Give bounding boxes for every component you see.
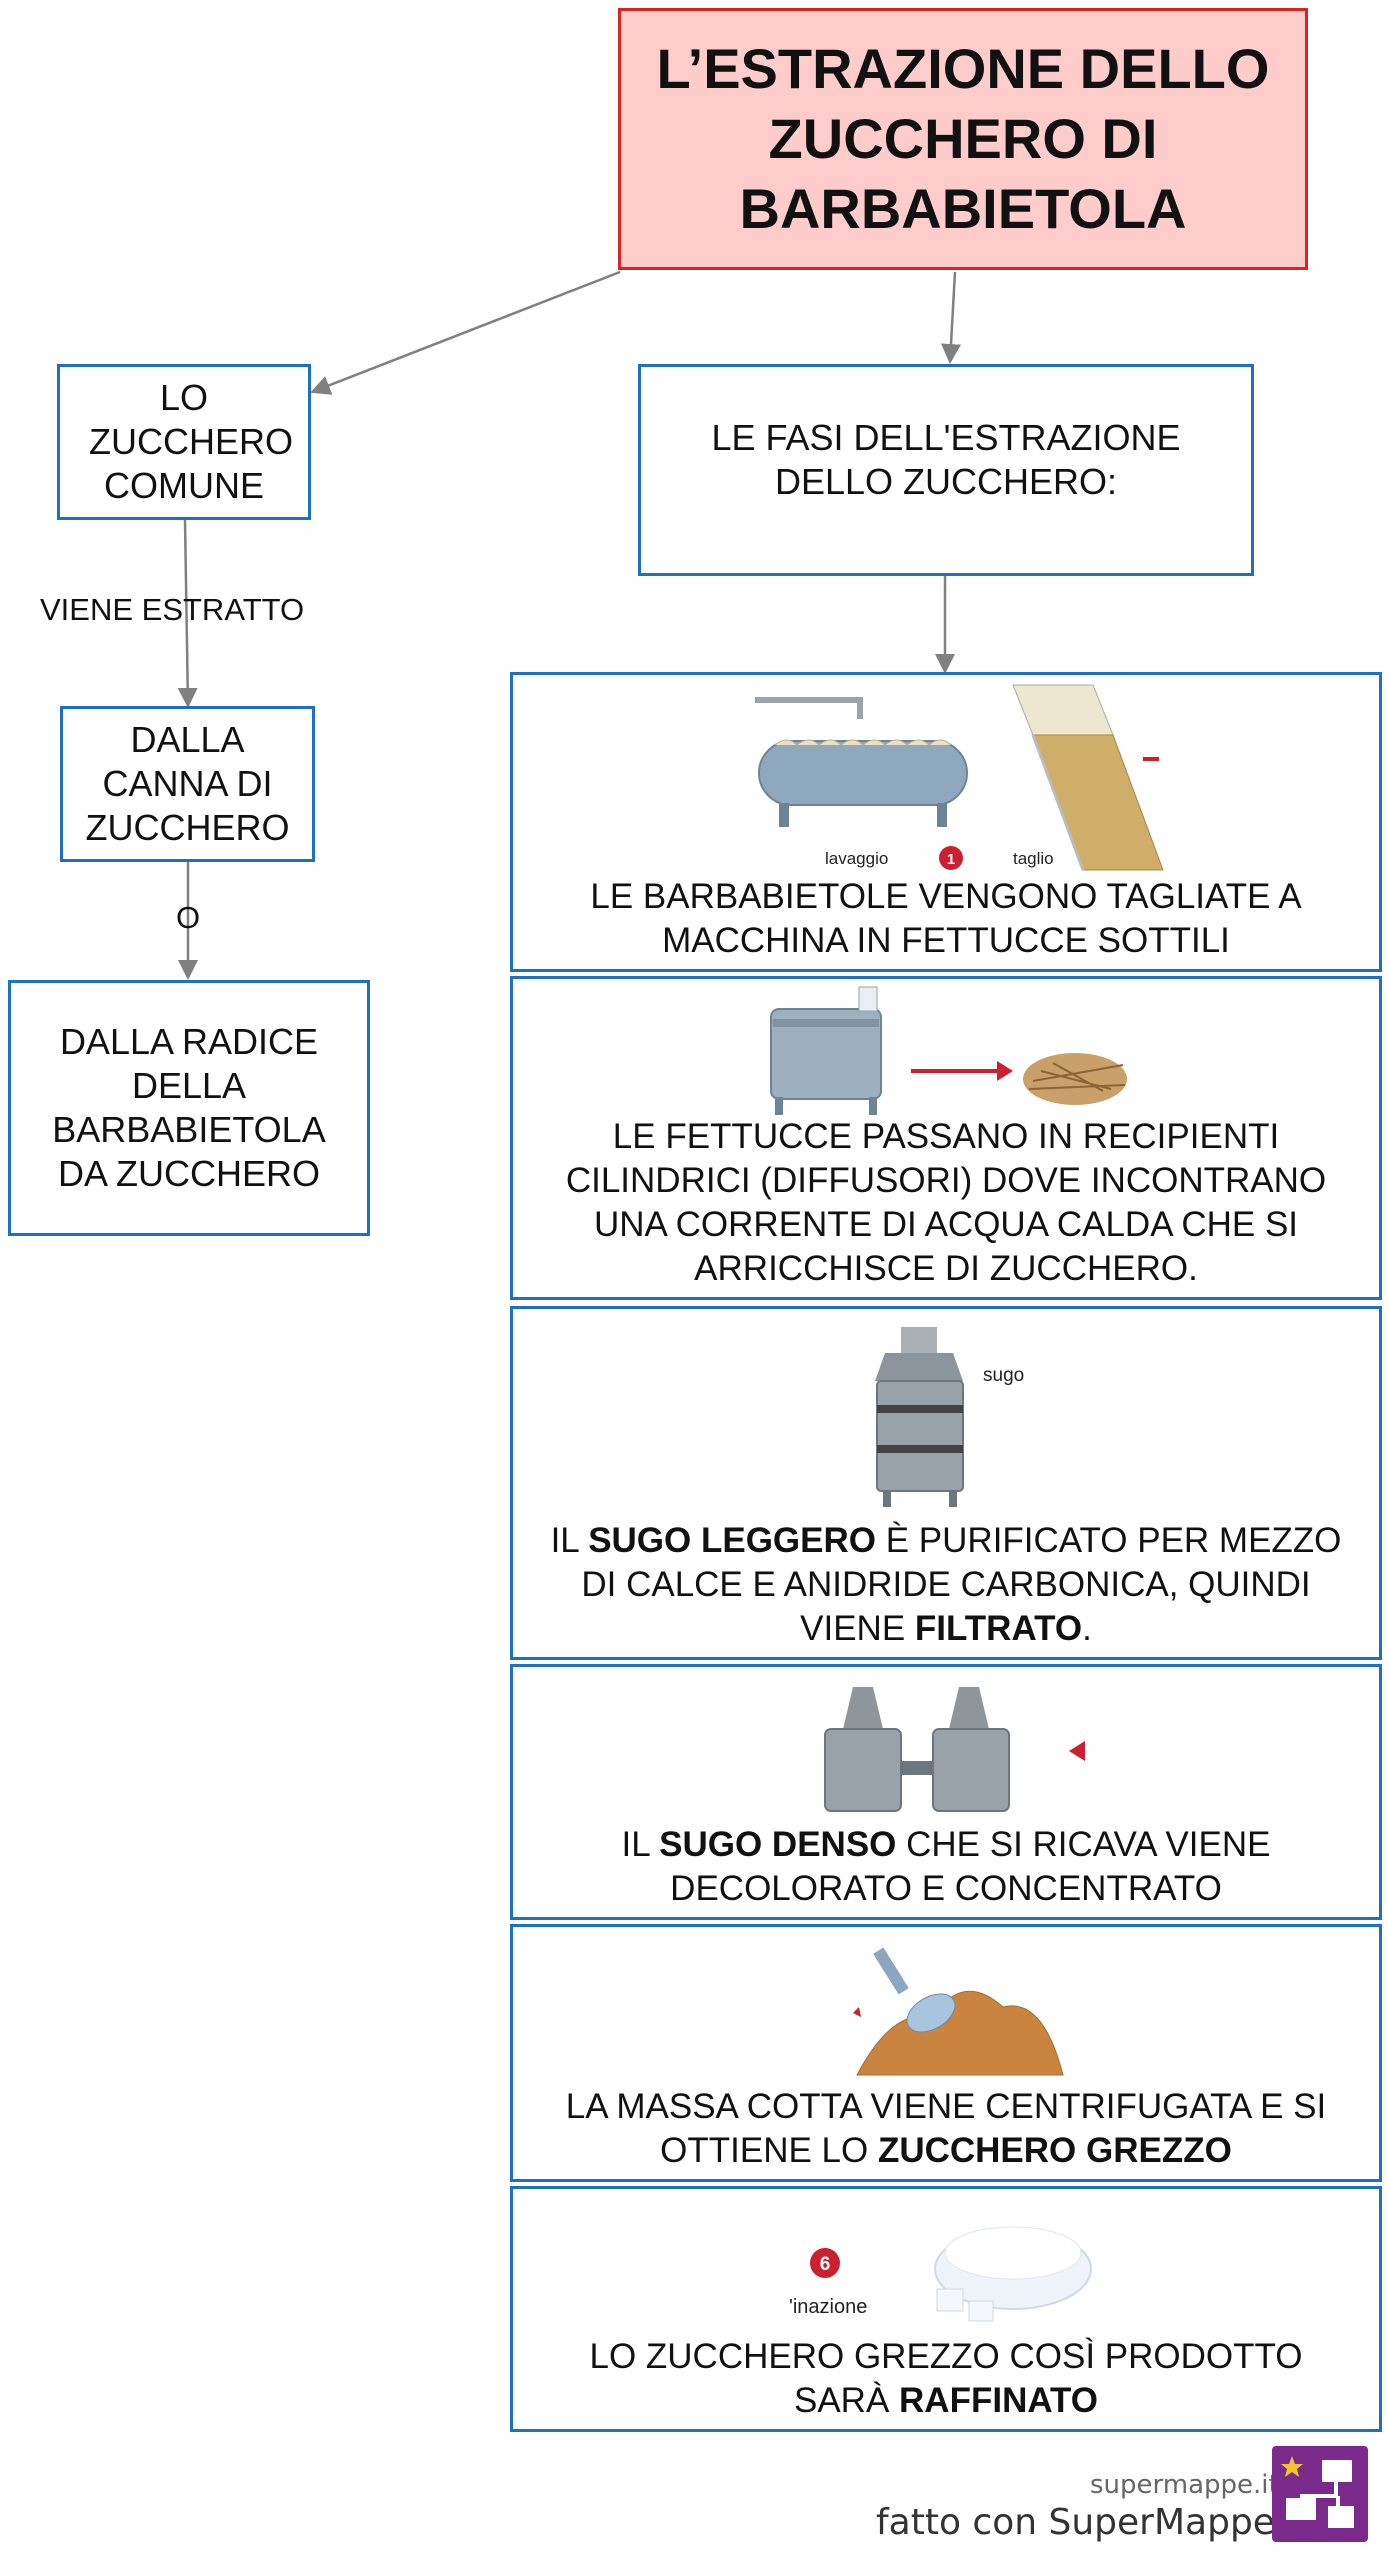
diffusore-illustration: [770, 986, 1127, 1115]
node-fasi: LE FASI DELL'ESTRAZIONE DELLO ZUCCHERO:: [638, 364, 1254, 576]
bold-sugo-leggero: SUGO LEGGERO: [588, 1521, 876, 1560]
step-number-badge: [810, 2248, 840, 2278]
step-2: LE FETTUCCE PASSANO IN RECIPIENTI CILIND…: [510, 976, 1382, 1300]
lavaggio-taglio-illustration: lavaggio 1 taglio: [755, 684, 1164, 871]
link-label-viene-estratto: VIENE ESTRATTO: [40, 592, 305, 627]
refined-sugar-bowl-icon: [934, 2226, 1092, 2322]
bold-sugo-denso: SUGO DENSO: [659, 1825, 897, 1864]
bold-raffinato: RAFFINATO: [899, 2381, 1098, 2420]
supermappe-logo-icon: [1272, 2446, 1368, 2542]
step-4-text: IL SUGO DENSO CHE SI RICAVA VIENE DECOLO…: [621, 1825, 1271, 1908]
node-zucchero-comune: LO ZUCCHERO COMUNE: [57, 364, 311, 520]
node-fasi-text: LE FASI DELL'ESTRAZIONE DELLO ZUCCHERO:: [711, 417, 1181, 502]
step-5-text: LA MASSA COTTA VIENE CENTRIFUGATA E SI O…: [565, 2087, 1327, 2170]
purifier-tank-icon: [875, 1327, 964, 1507]
step-1: lavaggio 1 taglio LE BARBABIETOLE VENGON…: [510, 672, 1382, 972]
label-taglio: taglio: [1013, 849, 1054, 868]
concentrator-illustration: [824, 1687, 1085, 1812]
purification-illustration: sugo: [875, 1327, 1024, 1507]
map-title: L’ESTRAZIONE DELLO ZUCCHERO DI BARBABIET…: [618, 8, 1308, 270]
map-title-text: L’ESTRAZIONE DELLO ZUCCHERO DI BARBABIET…: [656, 37, 1270, 240]
step-3: sugo IL SUGO LEGGERO È PURIFICATO PER ME…: [510, 1306, 1382, 1660]
label-lavaggio: lavaggio: [825, 849, 888, 868]
step-6-text: LO ZUCCHERO GREZZO COSÌ PRODOTTO SARÀ RA…: [589, 2337, 1303, 2420]
raw-sugar-illustration: [853, 1947, 1064, 2076]
step-3-text: IL SUGO LEGGERO È PURIFICATO PER MEZZO D…: [550, 1521, 1342, 1648]
node-zucchero-comune-text: LO ZUCCHERO COMUNE: [89, 377, 293, 506]
red-dash-icon: [1143, 757, 1159, 761]
arrow-title-to-fasi: [941, 271, 961, 364]
step-6: 6 'inazione LO ZUCCHERO GREZZO COSÌ PROD…: [510, 2186, 1382, 2432]
step-2-text: LE FETTUCCE PASSANO IN RECIPIENTI CILIND…: [565, 1117, 1327, 1288]
label-sugo: sugo: [983, 1365, 1024, 1386]
washing-tank-icon: [755, 697, 968, 827]
node-canna: DALLA CANNA DI ZUCCHERO: [60, 706, 315, 862]
label-inazione: 'inazione: [789, 2296, 867, 2318]
footer-made-with: fatto con SuperMappe: [876, 2502, 1275, 2543]
bold-filtrato: FILTRATO: [914, 1609, 1083, 1648]
node-radice-text: DALLA RADICE DELLA BARBABIETOLA DA ZUCCH…: [52, 1021, 326, 1194]
bold-zucchero-grezzo: ZUCCHERO GREZZO: [877, 2131, 1232, 2170]
footer-site: supermappe.it: [1090, 2470, 1279, 2500]
sugar-pile-icon: [856, 1990, 1064, 2076]
label-number-1: 1: [947, 851, 955, 868]
red-pointer-icon: [1069, 1741, 1085, 1761]
red-edge-mark-icon: [853, 2007, 861, 2017]
arrow-zucchero-to-canna: [177, 519, 198, 708]
link-label-o: O: [176, 900, 201, 935]
evaporator-pair-icon: [824, 1687, 1010, 1812]
step-1-text: LE BARBABIETOLE VENGONO TAGLIATE A MACCH…: [590, 877, 1302, 960]
node-radice: DALLA RADICE DELLA BARBABIETOLA DA ZUCCH…: [8, 980, 370, 1236]
step-number-badge: [939, 846, 963, 870]
node-canna-text: DALLA CANNA DI ZUCCHERO: [85, 719, 290, 848]
scoop-icon: [873, 1947, 956, 2033]
sugar-beet-strips-icon: [1023, 1053, 1127, 1105]
arrow-title-to-zucchero: [310, 270, 621, 395]
step-4: IL SUGO DENSO CHE SI RICAVA VIENE DECOLO…: [510, 1664, 1382, 1920]
label-number-6: 6: [820, 2254, 831, 2275]
refining-illustration: 6 'inazione: [789, 2226, 1092, 2322]
diffuser-tank-icon: [770, 986, 882, 1115]
cutting-machine-icon: [1012, 684, 1164, 871]
red-arrow-icon: [911, 1061, 1013, 1081]
step-5: LA MASSA COTTA VIENE CENTRIFUGATA E SI O…: [510, 1924, 1382, 2182]
